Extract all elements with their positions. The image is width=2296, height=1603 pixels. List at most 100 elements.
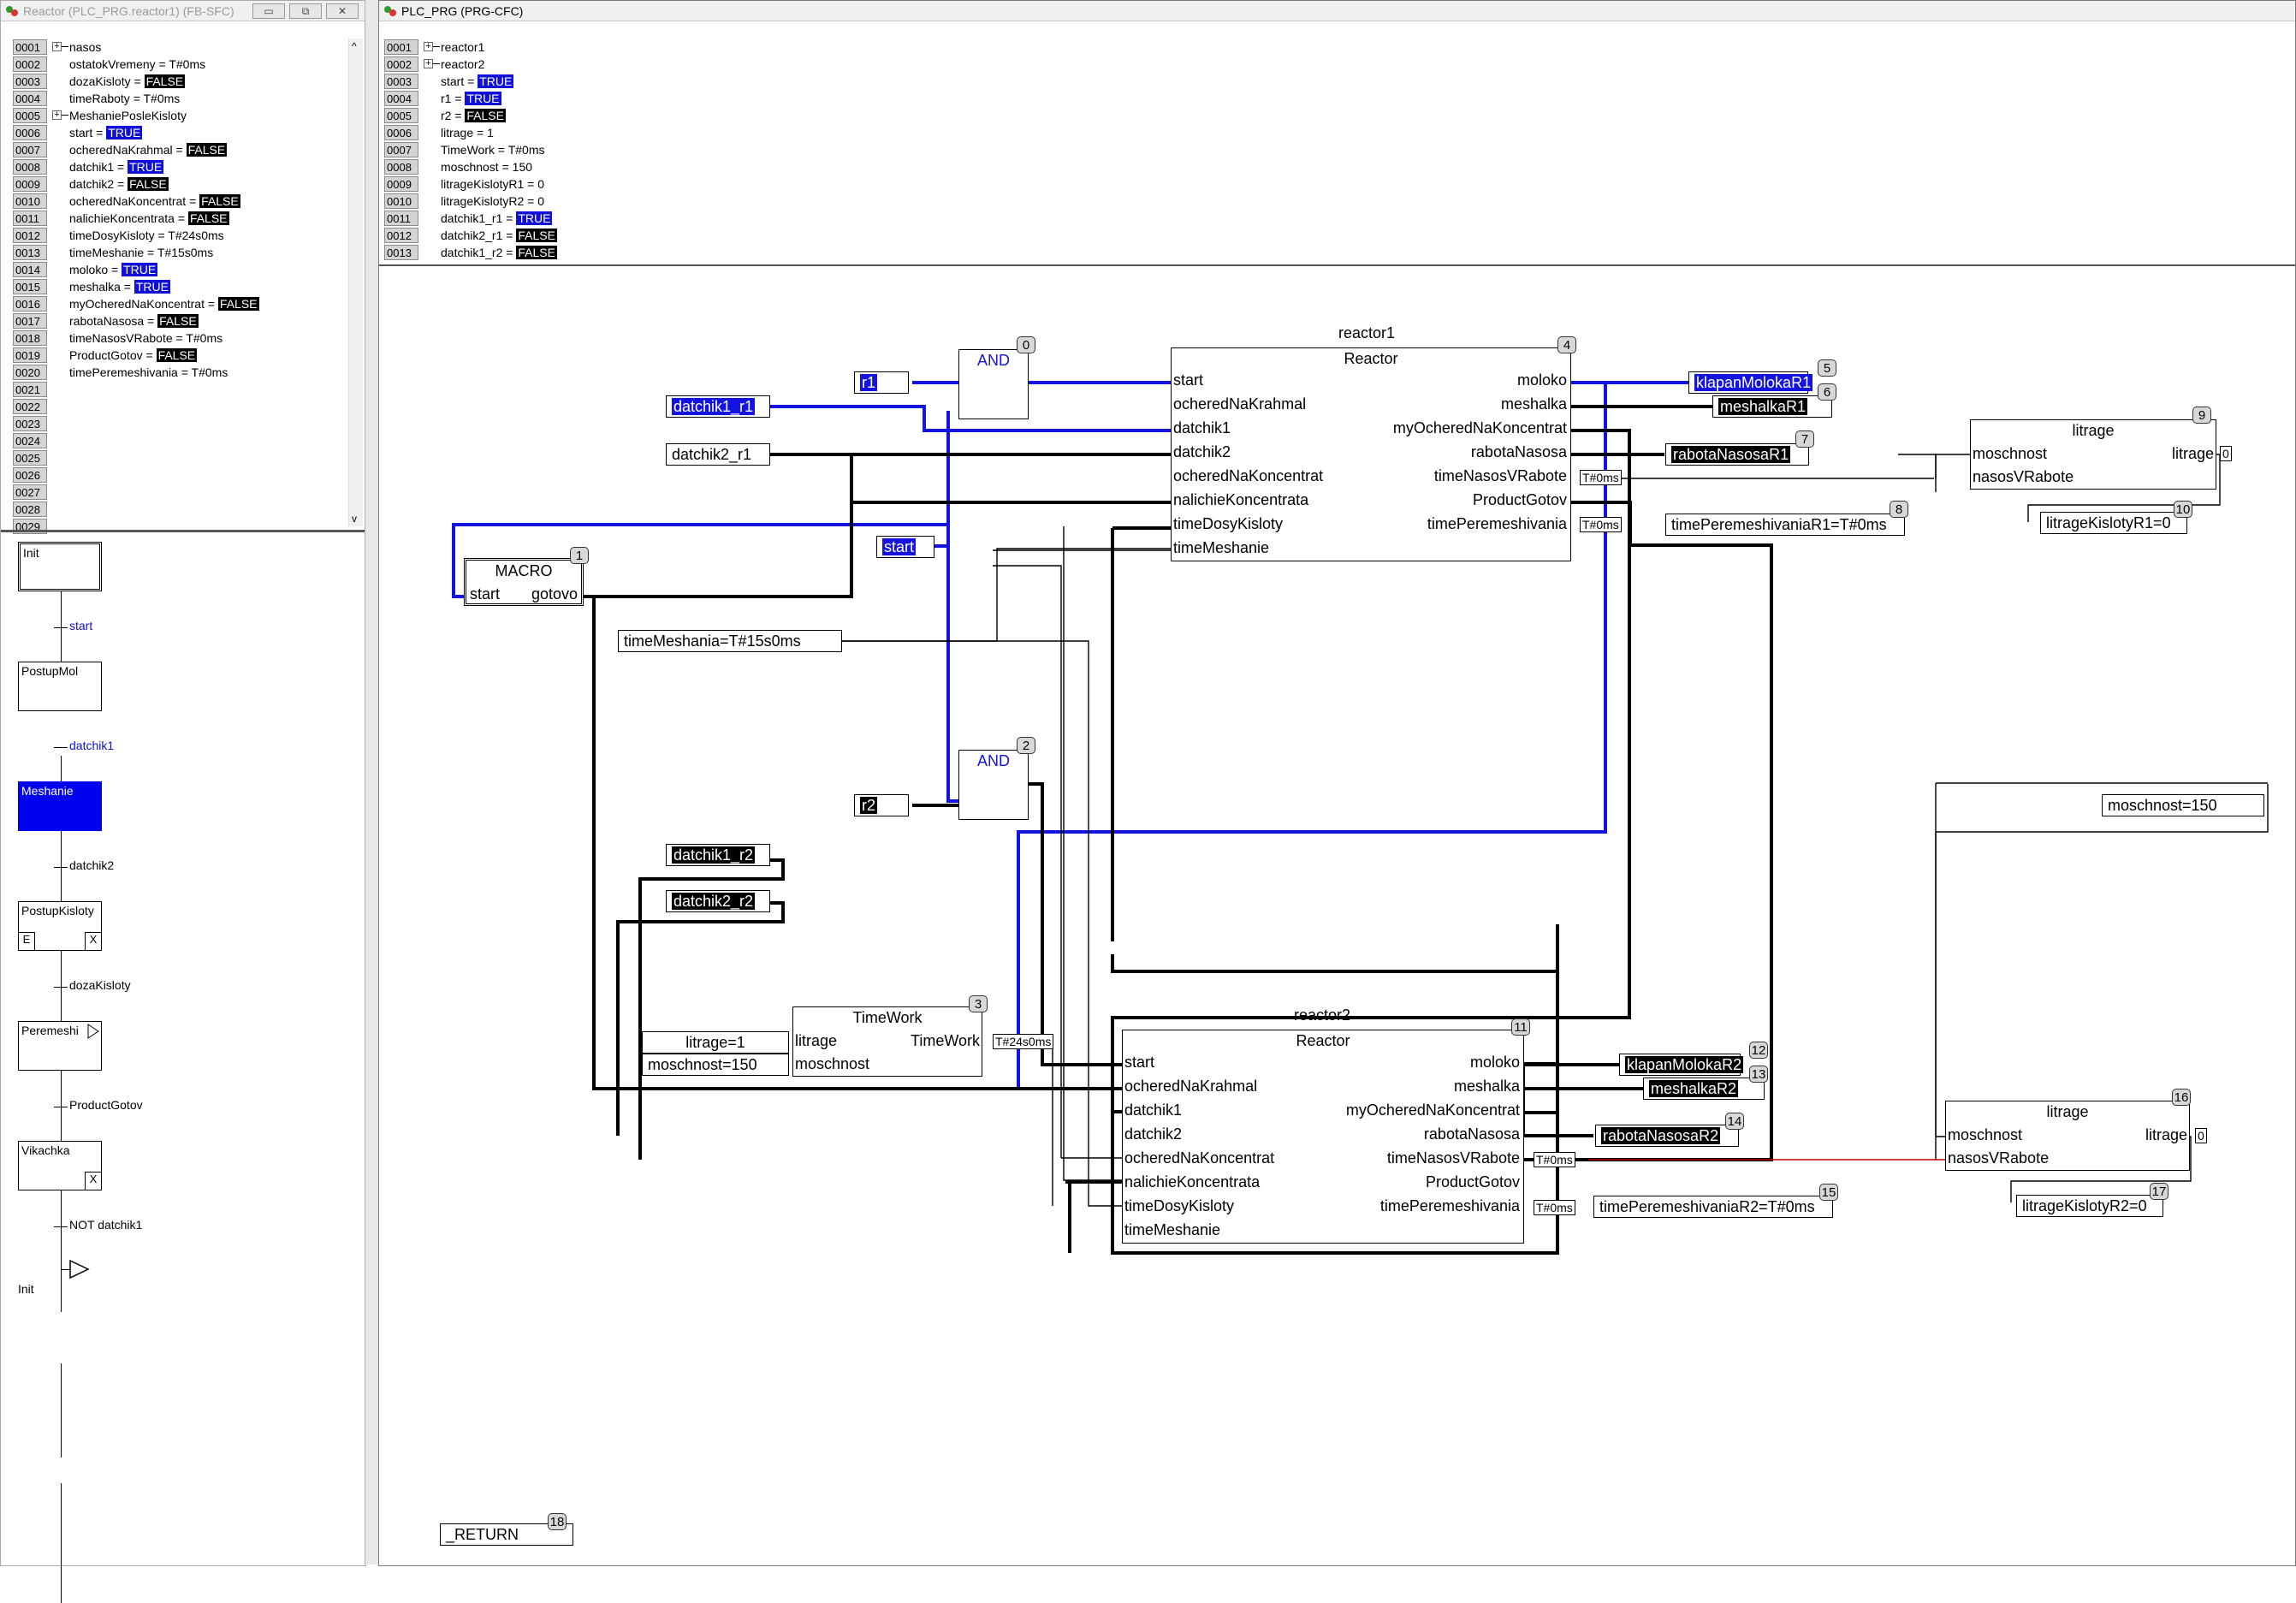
input-r2[interactable]: r2 <box>854 794 909 816</box>
scroll-up-icon[interactable]: ^ <box>352 40 357 52</box>
litrage16-input-nasos[interactable]: nasosVRabote <box>1948 1149 2050 1167</box>
input-r1[interactable]: r1 <box>854 371 909 394</box>
litrage9-input-nasos[interactable]: nasosVRabote <box>1973 468 2074 485</box>
output-time-perem-r2[interactable]: timePeremeshivaniaR2=T#0ms <box>1593 1196 1833 1218</box>
jump-arrow-icon[interactable] <box>69 1259 90 1279</box>
block-output-pin[interactable]: timePeremeshivania <box>1427 515 1567 532</box>
block-input-pin[interactable]: nalichieKoncentrata <box>1124 1173 1261 1190</box>
sfc-window: Reactor (PLC_PRG.reactor1) (FB-SFC) ▭ ⧉ … <box>0 0 366 1603</box>
block-input-pin[interactable]: ocheredNaKrahmal <box>1173 395 1307 413</box>
macro-output-gotovo[interactable]: gotovo <box>531 585 578 603</box>
cfc-window-titlebar[interactable]: PLC_PRG (PRG-CFC) <box>379 1 2295 21</box>
timework-output[interactable]: TimeWork <box>911 1032 980 1049</box>
timework-input-litrage[interactable]: litrage <box>795 1032 838 1049</box>
output-meshalka-r2[interactable]: meshalkaR2 <box>1643 1078 1765 1100</box>
output-rabota-nasosa-r1[interactable]: rabotaNasosaR1 <box>1665 443 1809 466</box>
block-input-pin[interactable]: timeMeshanie <box>1173 539 1270 556</box>
input-moschnost-a[interactable]: moschnost=150 <box>642 1054 789 1076</box>
restore-button[interactable]: ⧉ <box>289 3 322 19</box>
sfc-transition-not-datchik1[interactable]: NOT datchik1 <box>69 1218 143 1232</box>
block-output-pin[interactable]: timeNasosVRabote <box>1386 1149 1520 1167</box>
block-output-pin[interactable]: myOcheredNaKoncentrat <box>1345 1101 1520 1119</box>
input-datchik1-r2[interactable]: datchik1_r2 <box>666 844 770 866</box>
sfc-step-peremeshi[interactable]: Peremeshi <box>18 1021 102 1071</box>
input-time-meshania[interactable]: timeMeshania=T#15s0ms <box>618 630 842 652</box>
sfc-step-postupmol[interactable]: PostupMol <box>18 662 102 711</box>
block-input-pin[interactable]: ocheredNaKoncentrat <box>1124 1149 1275 1167</box>
minimize-button[interactable]: ▭ <box>252 3 285 19</box>
close-button[interactable]: ✕ <box>326 3 359 19</box>
pane-divider[interactable] <box>1 530 365 532</box>
block-output-pin[interactable]: meshalka <box>1453 1078 1520 1095</box>
and-block-2[interactable]: AND <box>958 750 1029 820</box>
declaration-scrollbar[interactable]: ^ v <box>348 39 363 526</box>
block-output-pin[interactable]: timeNasosVRabote <box>1433 467 1567 484</box>
block-output-pin[interactable]: moloko <box>1516 371 1567 389</box>
macro-block[interactable]: MACRO start gotovo <box>464 558 584 606</box>
input-litrage[interactable]: litrage=1 <box>642 1031 789 1054</box>
sfc-transition-datchik2[interactable]: datchik2 <box>69 858 115 872</box>
block-input-pin[interactable]: datchik2 <box>1173 443 1231 460</box>
litrage16-output[interactable]: litrage <box>2145 1126 2187 1143</box>
block-input-pin[interactable]: datchik2 <box>1124 1125 1183 1143</box>
declaration-text: datchik1 = TRUE <box>69 158 164 175</box>
expand-icon[interactable]: + <box>52 42 62 51</box>
input-start[interactable]: start <box>876 536 934 558</box>
expand-icon[interactable]: + <box>424 42 433 51</box>
sfc-transition-productgotov[interactable]: ProductGotov <box>69 1098 143 1112</box>
block-input-pin[interactable]: timeDosyKisloty <box>1124 1197 1235 1214</box>
output-klapan-moloka-r2[interactable]: klapanMolokaR2 <box>1619 1054 1744 1076</box>
block-input-pin[interactable]: datchik1 <box>1124 1101 1183 1119</box>
block-output-pin[interactable]: meshalka <box>1500 395 1567 413</box>
scroll-down-icon[interactable]: v <box>352 513 357 525</box>
litrage-block-9[interactable]: litrage moschnost nasosVRabote litrage <box>1970 419 2216 490</box>
sfc-step-vikachka[interactable]: Vikachka X <box>18 1141 102 1190</box>
block-output-pin[interactable]: myOcheredNaKoncentrat <box>1392 419 1567 436</box>
block-input-pin[interactable]: timeMeshanie <box>1124 1221 1221 1238</box>
block-input-pin[interactable]: timeDosyKisloty <box>1173 515 1284 532</box>
block-output-pin[interactable]: rabotaNasosa <box>1423 1125 1520 1143</box>
block-input-pin[interactable]: ocheredNaKoncentrat <box>1173 467 1324 484</box>
output-rabota-nasosa-r2[interactable]: rabotaNasosaR2 <box>1595 1125 1739 1147</box>
sfc-window-titlebar[interactable]: Reactor (PLC_PRG.reactor1) (FB-SFC) ▭ ⧉ … <box>1 1 365 21</box>
sfc-transition-datchik1[interactable]: datchik1 <box>69 739 115 752</box>
sfc-transition-dozakisloty[interactable]: dozaKisloty <box>69 978 131 992</box>
block-input-pin[interactable]: start <box>1173 371 1204 389</box>
block-output-pin[interactable]: ProductGotov <box>1425 1173 1520 1190</box>
timework-block[interactable]: TimeWork litrage moschnost TimeWork <box>792 1006 982 1077</box>
and-block-0[interactable]: AND <box>958 349 1029 419</box>
declaration-text: datchik2 = FALSE <box>69 175 169 193</box>
litrage9-output[interactable]: litrage <box>2171 445 2214 462</box>
input-datchik1-r1[interactable]: datchik1_r1 <box>666 395 770 418</box>
output-litrage-kisloty-r2[interactable]: litrageKislotyR2=0 <box>2016 1195 2163 1217</box>
sfc-step-meshanie[interactable]: Meshanie <box>18 781 102 831</box>
input-datchik2-r2[interactable]: datchik2_r2 <box>666 890 770 912</box>
sfc-step-init[interactable]: Init <box>18 542 102 591</box>
block-output-pin[interactable]: timePeremeshivania <box>1379 1197 1520 1214</box>
litrage16-input-moschnost[interactable]: moschnost <box>1948 1126 2023 1143</box>
block-output-pin[interactable]: ProductGotov <box>1472 491 1567 508</box>
sfc-transition-start[interactable]: start <box>69 619 93 632</box>
input-datchik2-r1[interactable]: datchik2_r1 <box>666 443 770 466</box>
output-meshalka-r1[interactable]: meshalkaR1 <box>1712 395 1832 418</box>
output-time-perem-r1[interactable]: timePeremeshivaniaR1=T#0ms <box>1665 514 1905 536</box>
macro-input-start[interactable]: start <box>470 585 501 603</box>
block-output-pin[interactable]: rabotaNasosa <box>1470 443 1567 460</box>
block-input-pin[interactable]: datchik1 <box>1173 419 1231 436</box>
expand-icon[interactable]: + <box>52 110 62 120</box>
litrage-block-16[interactable]: litrage moschnost nasosVRabote litrage <box>1945 1101 2190 1171</box>
litrage9-input-moschnost[interactable]: moschnost <box>1973 445 2048 462</box>
block-output-pin[interactable]: moloko <box>1469 1054 1520 1071</box>
output-klapan-moloka-r1[interactable]: klapanMolokaR1 <box>1688 371 1813 394</box>
block-input-pin[interactable]: nalichieKoncentrata <box>1173 491 1309 508</box>
cfc-pane-divider[interactable] <box>379 264 2295 266</box>
input-moschnost-b[interactable]: moschnost=150 <box>2102 794 2264 816</box>
timework-input-moschnost[interactable]: moschnost <box>795 1055 870 1072</box>
output-litrage-kisloty-r1[interactable]: litrageKislotyR1=0 <box>2040 512 2187 534</box>
expand-icon[interactable]: + <box>424 59 433 68</box>
block-input-pin[interactable]: start <box>1124 1054 1155 1071</box>
block-input-pin[interactable]: ocheredNaKrahmal <box>1124 1078 1258 1095</box>
sfc-step-postupkisloty[interactable]: PostupKisloty E X <box>18 901 102 951</box>
